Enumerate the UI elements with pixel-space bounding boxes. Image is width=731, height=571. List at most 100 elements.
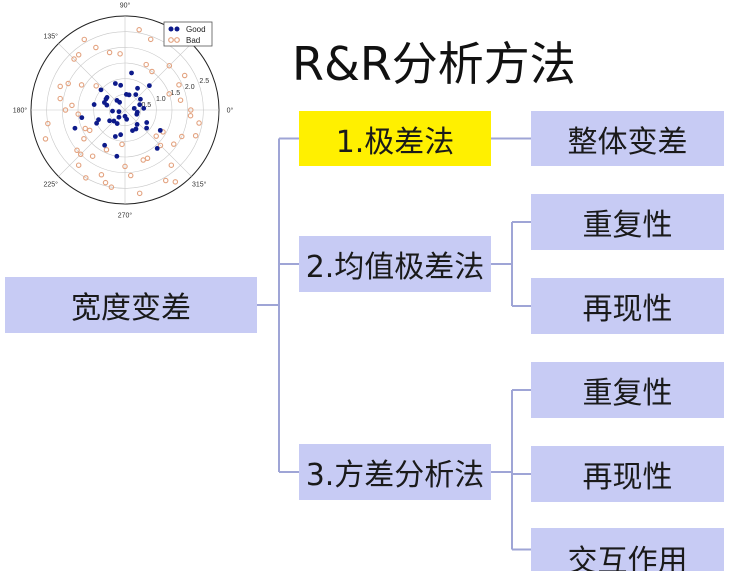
bad-point: [75, 162, 82, 168]
bad-point: [117, 51, 123, 57]
bad-point: [106, 49, 113, 56]
bad-point: [86, 127, 93, 134]
page-title: R&R分析方法: [292, 37, 576, 91]
good-point: [138, 96, 143, 102]
bad-point: [103, 147, 110, 153]
result-node-repeatability: 重复性: [531, 362, 724, 418]
good-point: [91, 102, 97, 107]
result-node-reproducibility: 再现性: [531, 446, 724, 502]
bad-point: [62, 107, 69, 113]
polar-angle-tick-label: 315°: [192, 181, 207, 189]
bad-point: [78, 82, 85, 88]
legend-good-marker: [168, 26, 174, 32]
root-node-width-variation: 宽度变差: [5, 277, 257, 333]
bad-point: [71, 56, 77, 62]
good-point: [104, 95, 110, 100]
bad-point: [75, 111, 81, 117]
bad-point: [57, 83, 63, 90]
good-point: [144, 120, 150, 125]
result-node-interaction: 交互作用: [531, 528, 724, 571]
polar-radial-tick-label: 0.5: [141, 102, 151, 109]
bad-point: [153, 133, 159, 139]
good-point: [154, 146, 160, 151]
bad-point: [69, 102, 75, 109]
polar-angular-gridline: [58, 43, 126, 111]
good-point: [131, 105, 137, 111]
good-point: [135, 85, 140, 91]
bad-point: [166, 62, 173, 69]
bad-point: [42, 136, 49, 142]
good-point: [114, 153, 120, 159]
bad-point: [108, 184, 115, 190]
good-point: [98, 87, 104, 93]
bad-point: [177, 97, 184, 103]
good-point: [146, 83, 152, 89]
good-point: [107, 118, 112, 124]
good-point: [126, 92, 132, 98]
legend-bad-marker: [168, 37, 174, 43]
bad-point: [196, 120, 202, 126]
good-point: [133, 92, 139, 97]
good-point: [116, 109, 122, 115]
bad-point: [75, 52, 82, 58]
good-point: [134, 109, 140, 115]
polar-angle-tick-label: 180°: [13, 107, 28, 115]
good-point: [111, 118, 117, 124]
legend-good-label: Good: [186, 25, 206, 34]
result-node-total-variation: 整体变差: [531, 111, 724, 166]
good-point: [112, 134, 118, 139]
good-point: [79, 115, 85, 121]
method-node-average-range: 2.均值极差法: [299, 236, 491, 292]
polar-angle-tick-label: 0°: [227, 107, 234, 115]
bad-point: [192, 132, 199, 139]
legend-good-marker: [174, 26, 180, 32]
bad-point: [57, 95, 63, 102]
good-point: [118, 82, 124, 88]
polar-angular-gridline: [124, 43, 192, 111]
bad-point: [168, 162, 175, 168]
good-point: [116, 114, 122, 120]
good-point: [94, 120, 100, 126]
method-node-range: 1.极差法: [299, 111, 491, 166]
bad-point: [45, 120, 51, 127]
bad-point: [136, 27, 142, 33]
polar-angle-tick-label: 135°: [44, 32, 59, 40]
bad-point: [127, 172, 134, 179]
good-point: [72, 125, 78, 131]
good-point: [118, 132, 124, 138]
good-point: [130, 128, 135, 134]
chart-legend: Good Bad: [163, 21, 213, 47]
good-point: [101, 100, 107, 105]
bad-point: [98, 172, 105, 178]
bad-point: [89, 153, 96, 159]
bad-point: [187, 112, 194, 119]
bad-point: [122, 163, 128, 170]
bad-point: [149, 68, 155, 75]
polar-radial-tick-label: 1.0: [156, 96, 166, 103]
bad-point: [144, 155, 151, 162]
bad-point: [181, 72, 188, 79]
bad-point: [147, 36, 154, 43]
bad-point: [172, 179, 179, 185]
bad-point: [143, 61, 149, 68]
bad-point: [119, 141, 125, 148]
bad-point: [171, 141, 177, 147]
polar-angle-tick-label: 90°: [120, 2, 131, 10]
bad-point: [81, 136, 87, 142]
good-point: [137, 102, 143, 108]
legend-bad-marker: [174, 37, 180, 43]
bad-point: [102, 179, 109, 186]
bad-point: [93, 83, 99, 89]
good-point: [102, 142, 108, 148]
bad-point: [162, 177, 169, 184]
bad-point: [188, 107, 194, 113]
good-point: [141, 105, 147, 111]
bad-point: [77, 151, 84, 158]
polar-points: [42, 27, 202, 197]
polar-radial-tick-label: 2.5: [199, 78, 209, 85]
good-point: [96, 117, 101, 123]
good-point: [110, 108, 115, 114]
polar-angular-gridline: [124, 109, 192, 177]
good-point: [157, 127, 163, 133]
